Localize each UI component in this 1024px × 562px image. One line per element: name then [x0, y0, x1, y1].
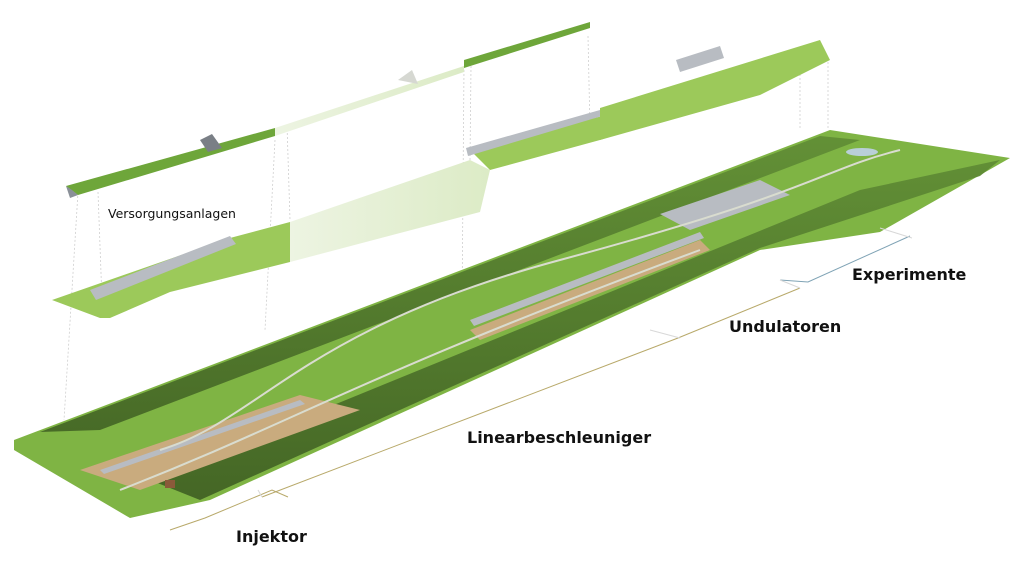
bracket-experiments: [779, 235, 911, 283]
bracket-undulators: [677, 287, 801, 339]
section-brackets: [169, 227, 913, 531]
top-layer-surface: [66, 22, 590, 198]
label-linearbeschleuniger: Linearbeschleuniger: [467, 428, 652, 447]
label-undulatoren: Undulatoren: [729, 317, 842, 336]
label-experimente: Experimente: [852, 265, 967, 284]
bracket-injector: [169, 489, 289, 531]
bracket-linac: [261, 337, 679, 498]
label-versorgungsanlagen: Versorgungsanlagen: [108, 206, 236, 221]
bottom-layer-terrain: [14, 130, 1010, 518]
middle-layer-tunnel: [52, 40, 830, 318]
label-injektor: Injektor: [236, 527, 307, 546]
